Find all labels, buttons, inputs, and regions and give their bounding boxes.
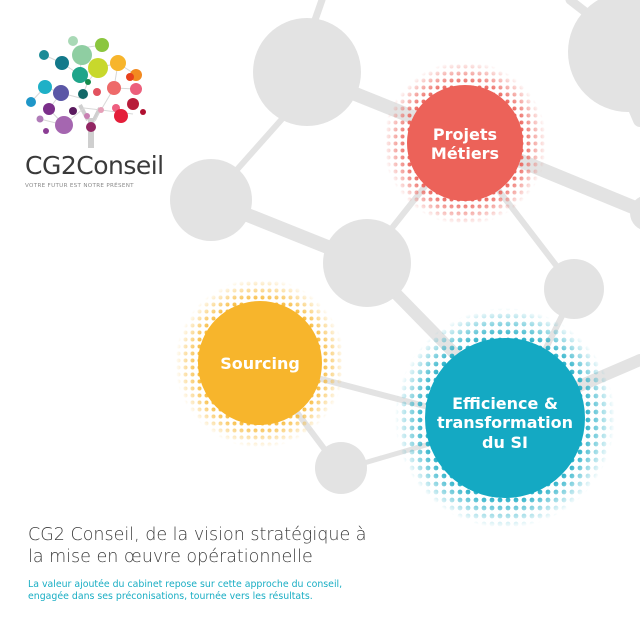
network-nodes — [170, 0, 640, 494]
brand-name: CG2Conseil — [25, 151, 164, 180]
efficience-label[interactable]: Efficience & transformation du SI — [425, 388, 585, 458]
subline-line1: La valeur ajoutée du cabinet repose sur … — [28, 579, 343, 590]
projets-circle — [407, 85, 523, 201]
headline-line2: la mise en œuvre opérationnelle — [28, 547, 313, 567]
sourcing-circle — [198, 301, 322, 425]
brand-tagline: VOTRE FUTUR EST NOTRE PRÉSENT — [25, 183, 134, 189]
efficience-line1: Efficience & — [452, 394, 558, 414]
projets-line1: Projets — [432, 124, 498, 144]
subline-line2: engagée dans ses préconisations, tournée… — [28, 591, 313, 602]
efficience-circle — [425, 338, 585, 498]
projets-metiers-label[interactable]: Projets Métiers — [407, 115, 523, 173]
brand-logo: CG2Conseil VOTRE FUTUR EST NOTRE PRÉSENT — [25, 151, 164, 190]
efficience-line3: du SI — [482, 432, 528, 452]
efficience-line2: transformation — [436, 413, 574, 433]
subline: La valeur ajoutée du cabinet repose sur … — [28, 579, 358, 603]
projets-line2: Métiers — [430, 144, 500, 163]
logo-tree-icon — [26, 36, 146, 148]
sourcing-line1: Sourcing — [220, 354, 300, 374]
sourcing-label[interactable]: Sourcing — [198, 350, 322, 378]
headline-line1: CG2 Conseil, de la vision stratégique à — [28, 525, 367, 545]
headline: CG2 Conseil, de la vision stratégique à … — [28, 524, 368, 568]
